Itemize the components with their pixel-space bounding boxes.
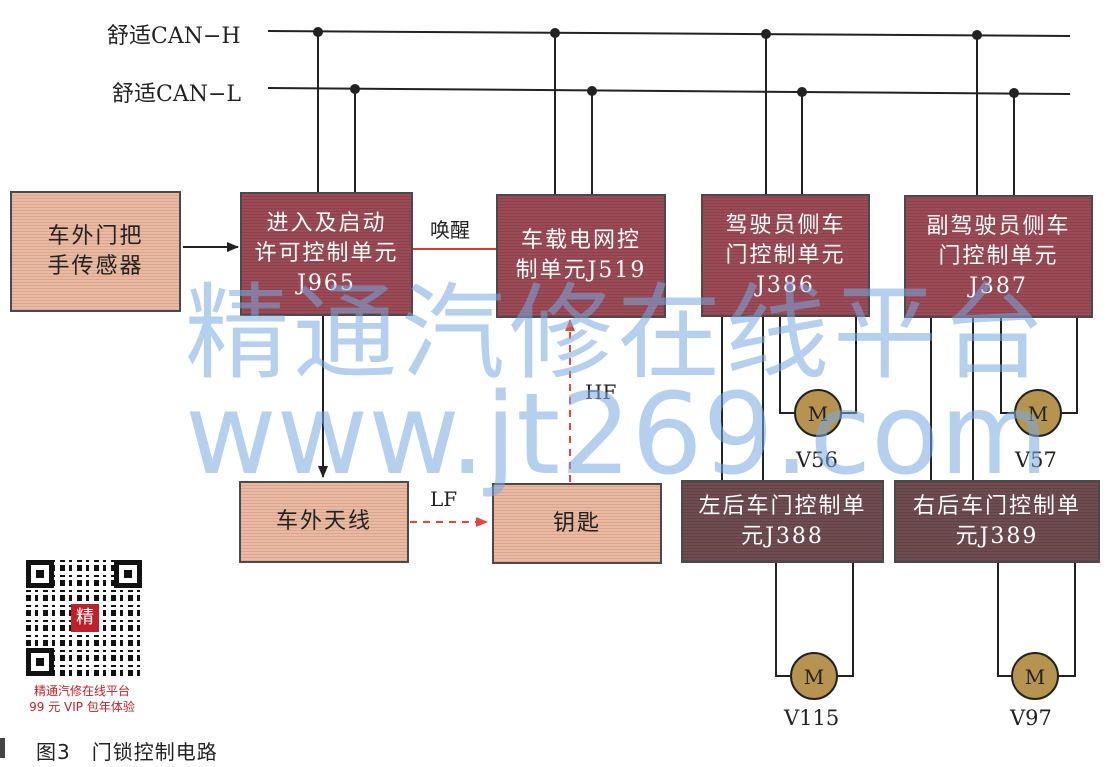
exterior-antenna-box: 车外天线 bbox=[239, 481, 409, 563]
motor-v115: M bbox=[790, 652, 838, 700]
motor-v57-symbol: M bbox=[1028, 402, 1048, 426]
bus-junction-dots bbox=[313, 27, 1019, 98]
j388-left-rear-door-unit-box: 左后车门控制单 元J388 bbox=[681, 480, 884, 563]
qr-caption-line1: 精通汽修在线平台 bbox=[33, 684, 130, 698]
motor-v97-symbol: M bbox=[1025, 665, 1045, 689]
can-l-label: 舒适CAN−L bbox=[112, 82, 242, 107]
j386-wiring bbox=[721, 316, 857, 480]
door-handle-sensor-box: 车外门把 手传感器 bbox=[10, 191, 181, 312]
lf-label: LF bbox=[430, 487, 458, 511]
motor-v97: M bbox=[1011, 652, 1059, 700]
wakeup-label: 唤醒 bbox=[430, 218, 470, 242]
qr-code-finders bbox=[26, 560, 142, 676]
hf-label: HF bbox=[585, 380, 617, 404]
qr-badge: 精 bbox=[71, 604, 99, 632]
v97-label: V97 bbox=[1010, 706, 1052, 730]
caption-bar bbox=[0, 738, 5, 758]
motor-v57: M bbox=[1014, 389, 1062, 437]
motor-v115-symbol: M bbox=[804, 665, 824, 689]
v57-label: V57 bbox=[1015, 448, 1057, 472]
can-l-bus-line bbox=[267, 87, 1071, 95]
j386-driver-door-unit-box: 驾驶员侧车 门控制单元 J386 bbox=[701, 194, 870, 317]
motor-v56-symbol: M bbox=[808, 402, 828, 426]
v56-label: V56 bbox=[796, 448, 838, 472]
j387-wiring bbox=[930, 318, 1078, 480]
can-h-label: 舒适CAN−H bbox=[107, 24, 241, 49]
can-h-bus-line bbox=[267, 30, 1071, 37]
motor-v56: M bbox=[794, 389, 842, 437]
key-box: 钥匙 bbox=[492, 483, 662, 564]
j965-access-start-unit-box: 进入及启动 许可控制单元 J965 bbox=[240, 192, 413, 316]
v115-label: V115 bbox=[784, 706, 840, 730]
qr-caption-line2: 99 元 VIP 包年体验 bbox=[29, 700, 135, 714]
j389-right-rear-door-unit-box: 右后车门控制单 元J389 bbox=[894, 480, 1100, 563]
j389-wiring bbox=[997, 563, 1076, 677]
j519-onboard-supply-unit-box: 车载电网控 制单元J519 bbox=[496, 194, 666, 318]
j387-passenger-door-unit-box: 副驾驶员侧车 门控制单元 J387 bbox=[904, 195, 1093, 318]
figure-caption: 图3 门锁控制电路 bbox=[36, 740, 218, 764]
j388-wiring bbox=[775, 563, 854, 677]
bus-drops bbox=[317, 32, 1015, 195]
